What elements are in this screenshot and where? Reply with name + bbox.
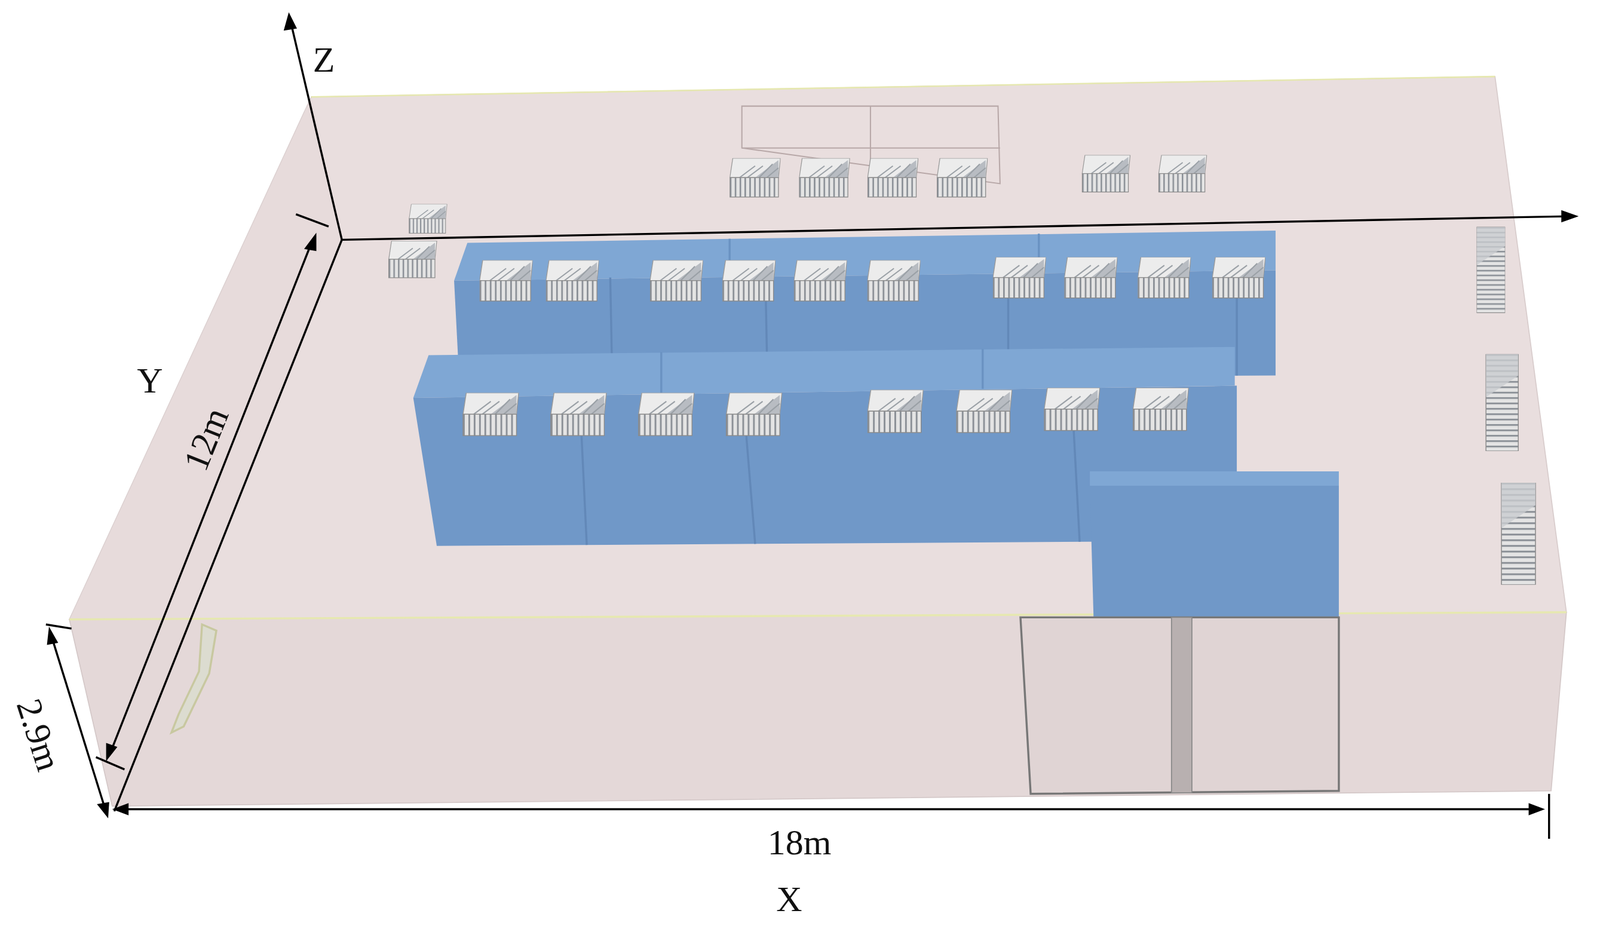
- dimension-label: 2.9m: [10, 694, 68, 775]
- axis-label: Y: [136, 362, 163, 399]
- dimension-label: 18m: [767, 824, 832, 861]
- axis-label: X: [776, 881, 802, 918]
- axis-label: Z: [313, 41, 336, 78]
